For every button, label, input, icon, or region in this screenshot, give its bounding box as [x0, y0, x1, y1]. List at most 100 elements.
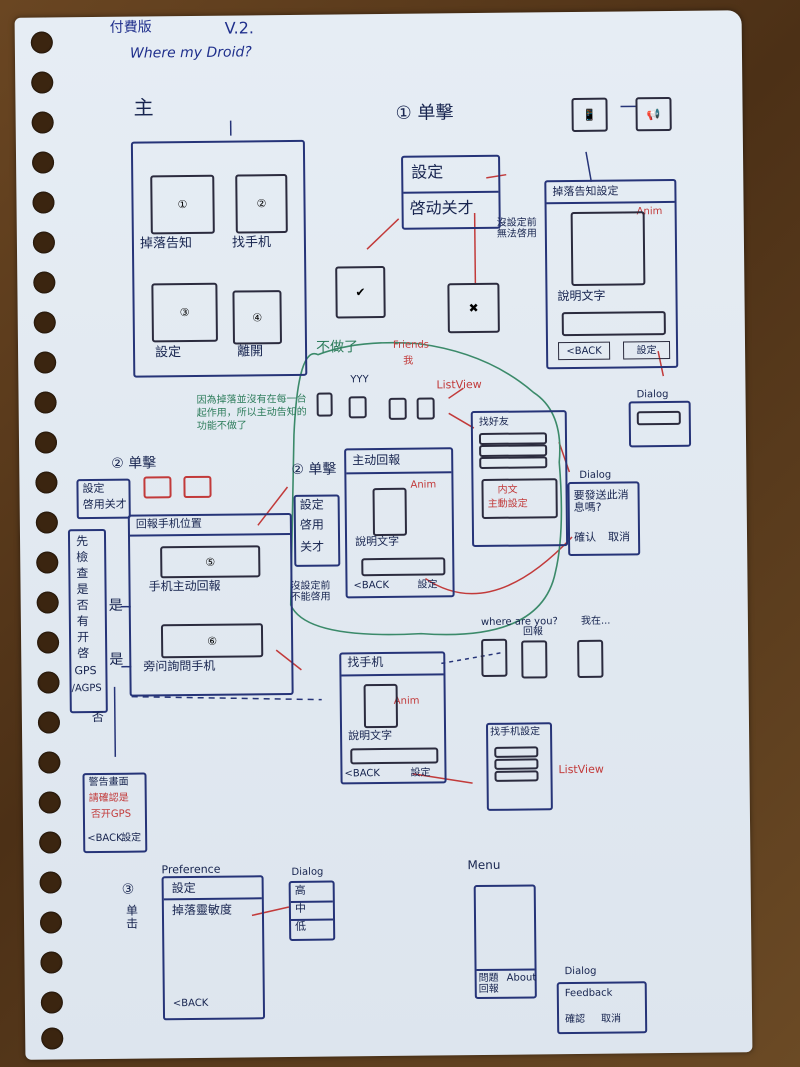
- dialog-send-title: Dialog: [579, 469, 612, 481]
- phone-sketch-icon: [521, 640, 548, 679]
- report-description: 說明文字: [355, 534, 400, 549]
- list-row[interactable]: [479, 444, 548, 457]
- phone-flow-label: where are you?: [480, 616, 558, 628]
- alert-settings-button[interactable]: 設定: [121, 832, 142, 844]
- find-phone-field[interactable]: [350, 747, 439, 765]
- main-screen-frame: ① 掉落告知 ② 找手机 ③ 設定 ④ 離開: [130, 139, 308, 378]
- alert-line1: 警告畫面: [88, 776, 129, 789]
- preference-item[interactable]: 掉落靈敏度: [171, 902, 233, 918]
- phone-sketch-icon: [577, 639, 604, 678]
- option-phone-report-label: 手机主动回報: [148, 578, 221, 594]
- list-row[interactable]: [494, 746, 539, 758]
- option-phone-report[interactable]: ⑤: [160, 545, 261, 579]
- left-menu-item[interactable]: 啓用关才: [82, 497, 127, 512]
- preference-screen: 設定 掉落靈敏度 <BACK: [161, 875, 266, 1021]
- list-row[interactable]: [494, 758, 539, 770]
- ok-button[interactable]: 確认: [573, 530, 597, 545]
- phone-animation: [372, 487, 408, 537]
- content-area: 内文 主動設定: [481, 478, 558, 519]
- gps-check-char: 先: [75, 534, 89, 549]
- menu-item-report[interactable]: 問題回報: [478, 972, 499, 996]
- back-button[interactable]: <BACK: [557, 341, 611, 361]
- phone-flow-label: 回報: [522, 626, 544, 638]
- left-menu-item[interactable]: 設定: [82, 481, 105, 496]
- menu2-item[interactable]: 設定: [299, 497, 324, 512]
- main-button-3[interactable]: ③: [151, 282, 218, 343]
- fall-settings-title: 掉落告知設定: [552, 184, 619, 199]
- dialog-question: 要發送此消息嗎?: [573, 488, 629, 515]
- preference-num: ③: [121, 881, 135, 898]
- report-field[interactable]: [361, 557, 446, 577]
- feedback-cancel-button[interactable]: 取消: [601, 1013, 622, 1025]
- phone-step-icon: [348, 396, 367, 419]
- listview-screen-title: 找手机設定: [490, 726, 541, 738]
- dialog-option[interactable]: 中: [294, 901, 306, 915]
- find-phone-description: 說明文字: [348, 728, 393, 743]
- list-row[interactable]: [494, 770, 539, 782]
- menu-item-toggle[interactable]: 啓动关才: [409, 198, 474, 218]
- text-field[interactable]: [561, 311, 666, 337]
- list-row[interactable]: [478, 432, 548, 445]
- find-phone-screen: 找手机 Anim 說明文字 <BACK 設定: [339, 651, 447, 785]
- preference-dialog: 高 中 低: [288, 880, 336, 942]
- gps-check-char: 是: [76, 582, 89, 597]
- dialog-option[interactable]: 高: [294, 883, 306, 897]
- listview-label: ListView: [436, 377, 482, 392]
- menu-title: Menu: [467, 857, 501, 873]
- feedback-ok-button[interactable]: 確認: [565, 1013, 586, 1026]
- checked-state-icon: ✔: [335, 265, 386, 319]
- settings-button[interactable]: 設定: [622, 340, 671, 360]
- yyy-label: YYY: [350, 374, 369, 386]
- menu-item-settings[interactable]: 設定: [411, 162, 444, 182]
- menu-item-about[interactable]: About: [506, 972, 537, 984]
- main-button-2[interactable]: ②: [235, 173, 288, 234]
- toggle-preview: [183, 475, 212, 499]
- fall-settings-screen: 掉落告知設定 Anim 說明文字 <BACK 設定: [544, 178, 679, 370]
- menu2-item[interactable]: 关才: [300, 539, 325, 554]
- preference-dialog-title: Dialog: [291, 866, 324, 878]
- friends-list-title: 找好友: [478, 416, 509, 428]
- left-context-menu: 設定 啓用关才: [76, 478, 131, 520]
- dialog-option[interactable]: 低: [295, 919, 307, 933]
- preference-item[interactable]: 設定: [171, 880, 196, 896]
- app-name: Where my Droid?: [129, 44, 252, 62]
- menu-screen: 問題回報 About: [473, 884, 537, 1000]
- dialog-small-title: Dialog: [636, 389, 669, 401]
- anim-label: Anim: [410, 479, 437, 491]
- main-button-2-label: 找手机: [231, 235, 272, 251]
- option-query-phone[interactable]: ⑥: [160, 623, 264, 659]
- main-screen-title: 主: [133, 95, 154, 120]
- flow-connectors: [113, 105, 665, 917]
- alert-back-button[interactable]: <BACK: [87, 832, 123, 845]
- edition-label: 付費版: [109, 19, 152, 36]
- menu2-item[interactable]: 啓用: [299, 517, 324, 532]
- list-row[interactable]: [479, 456, 548, 469]
- button-num: ③: [179, 306, 190, 320]
- settings-button[interactable]: 設定: [417, 579, 438, 591]
- main-button-1-label: 掉落告知: [139, 235, 193, 252]
- main-button-1[interactable]: ①: [150, 174, 215, 235]
- back-button[interactable]: <BACK: [172, 997, 209, 1010]
- phone-flow-label: 我在...: [580, 615, 611, 627]
- find-phone-title: 找手机: [347, 655, 384, 670]
- preference-title: Preference: [161, 862, 221, 877]
- option-query-phone-label: 旁问詢問手机: [143, 658, 216, 674]
- alert-line2: 請確認是: [88, 792, 129, 805]
- main-button-4[interactable]: ④: [232, 290, 282, 345]
- back-button[interactable]: <BACK: [353, 579, 390, 592]
- feedback-dialog: Feedback 確認 取消: [556, 981, 648, 1035]
- phone-step-icon: [416, 397, 435, 420]
- gps-check-step: 先 檢 查 是 否 有 开 啓 GPS /AGPS: [67, 528, 108, 714]
- phone-alert-icon: 📢: [635, 96, 672, 132]
- version-label: V.2.: [224, 18, 255, 38]
- toggle-preview: [143, 476, 172, 499]
- feedback-field[interactable]: Feedback: [564, 987, 613, 1000]
- gps-check-char: 啓: [77, 646, 90, 661]
- context-menu: 設定 啓动关才: [401, 154, 501, 230]
- no-label: 否: [91, 709, 104, 725]
- cancel-button[interactable]: 取消: [607, 530, 631, 544]
- report-location-title: 回報手机位置: [135, 516, 202, 531]
- settings-button[interactable]: 設定: [410, 767, 431, 779]
- back-button[interactable]: <BACK: [344, 768, 381, 780]
- click2-title: ② 单擊: [291, 461, 337, 478]
